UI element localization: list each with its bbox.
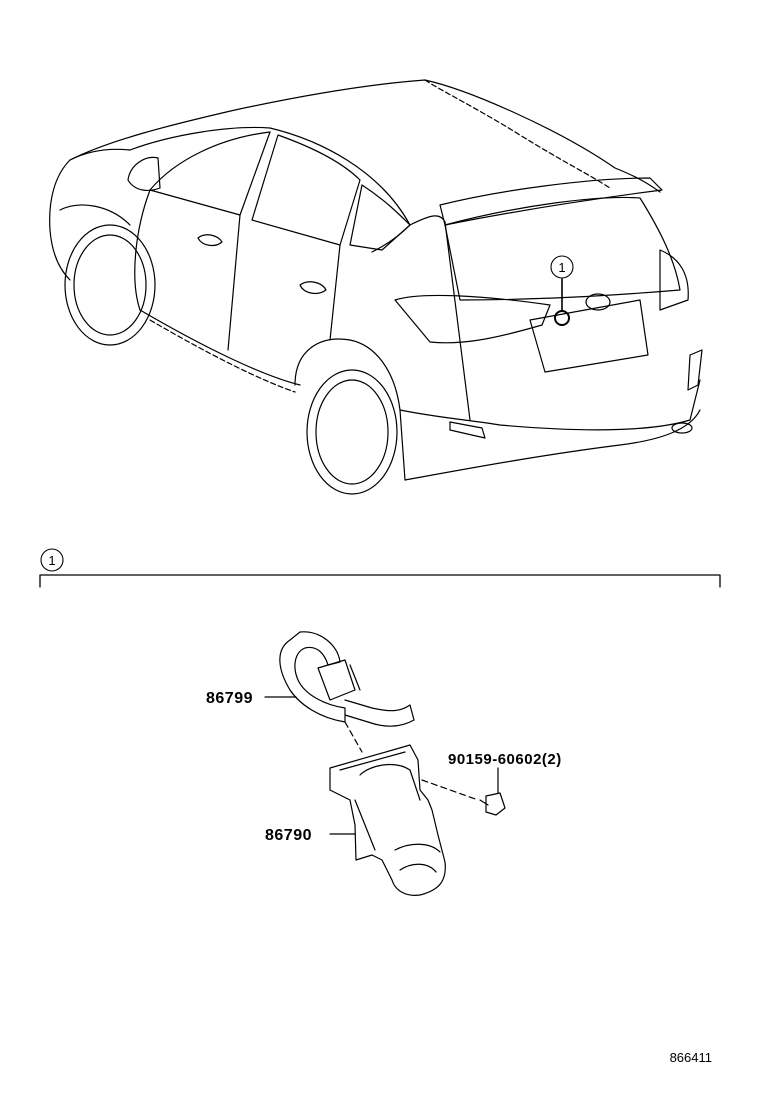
part-number-screw[interactable]: 90159-60602(2) (448, 751, 562, 768)
section-divider (39, 548, 721, 588)
part-number-harness[interactable]: 86799 (206, 690, 253, 707)
callout-number: 1 (558, 260, 565, 275)
wire-harness-drawing (264, 631, 415, 753)
part-number-camera[interactable]: 86790 (265, 827, 312, 844)
vehicle-illustration (49, 79, 703, 495)
screw-drawing (479, 767, 506, 816)
illustration-id: 866411 (670, 1050, 712, 1065)
section-number: 1 (48, 553, 55, 568)
camera-drawing (329, 744, 479, 896)
